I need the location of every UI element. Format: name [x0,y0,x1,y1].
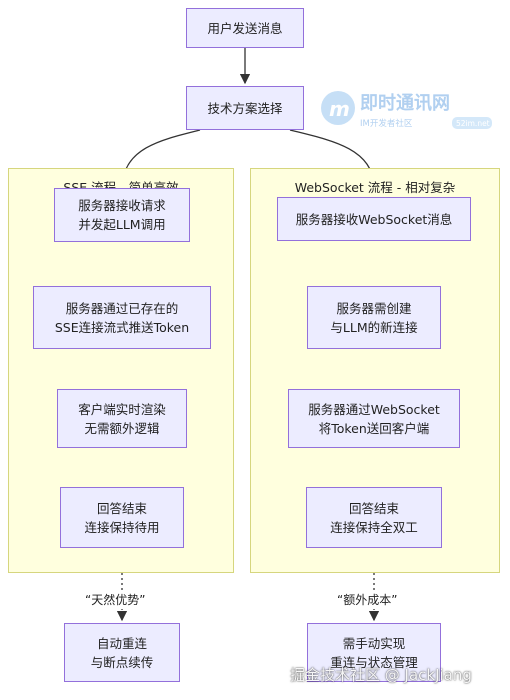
ws-step-3: 服务器通过WebSocket 将Token送回客户端 [288,389,460,448]
ws-step-3-line-2: 将Token送回客户端 [318,420,430,436]
im-watermark-subtitle: IM开发者社区 [360,118,413,129]
ws-step-4-line-1: 回答结束 [348,500,399,516]
sse-step-2-line-2: SSE连接流式推送Token [54,319,190,335]
choose-solution-node: 技术方案选择 [186,86,304,130]
sse-step-3-line-1: 客户端实时渲染 [78,401,166,417]
sse-step-4-line-2: 连接保持待用 [84,519,160,535]
ws-step-1-line-1: 服务器接收WebSocket消息 [295,211,453,227]
sse-step-4-line-1: 回答结束 [96,500,147,516]
ws-step-2-line-1: 服务器需创建 [336,300,412,316]
sse-step-2-line-1: 服务器通过已存在的 [65,300,179,316]
ws-step-1: 服务器接收WebSocket消息 [277,197,471,241]
ws-step-4-line-2: 连接保持全双工 [330,519,418,535]
ws-outcome-line-1: 需手动实现 [342,635,406,651]
ws-step-2-line-2: 与LLM的新连接 [330,319,418,335]
sse-step-1-line-2: 并发起LLM调用 [78,217,166,232]
im-watermark-title: 即时通讯网 [360,93,450,114]
sse-step-3: 客户端实时渲染无需额外逻辑 [57,389,187,448]
sse-step-2: 服务器通过已存在的 SSE连接流式推送Token [33,286,211,349]
sse-step-1-line-1: 服务器接收请求 [78,198,166,213]
sse-step-1: 服务器接收请求并发起LLM调用 [54,188,190,242]
ws-edge-label: “额外成本” [334,590,401,609]
sse-outcome-line-2: 与断点续传 [90,654,154,670]
choose-solution-label: 技术方案选择 [207,100,283,116]
sse-outcome-line-1: 自动重连 [96,635,147,651]
sse-step-3-line-2: 无需额外逻辑 [84,420,160,436]
svg-text:m: m [329,97,350,121]
ws-step-3-line-1: 服务器通过WebSocket [308,401,440,417]
ws-step-2: 服务器需创建与LLM的新连接 [307,286,441,349]
ws-outcome: 需手动实现重连与状态管理 [307,623,441,682]
user-send-node: 用户发送消息 [186,8,304,48]
im-watermark-logo: m 即时通讯网 IM开发者社区 52im.net [321,91,492,129]
sse-step-4: 回答结束连接保持待用 [60,487,184,548]
websocket-lane-title: WebSocket 流程 - 相对复杂 [294,180,456,195]
im-watermark-badge: 52im.net [456,119,490,128]
sse-outcome: 自动重连与断点续传 [64,623,180,682]
ws-step-4: 回答结束连接保持全双工 [306,487,442,548]
ws-outcome-line-2: 重连与状态管理 [330,654,418,670]
juejin-watermark: 掘金技术社区 @ JackJiang [290,666,472,684]
sse-edge-label: “天然优势” [82,590,149,609]
user-send-label: 用户发送消息 [207,20,283,36]
